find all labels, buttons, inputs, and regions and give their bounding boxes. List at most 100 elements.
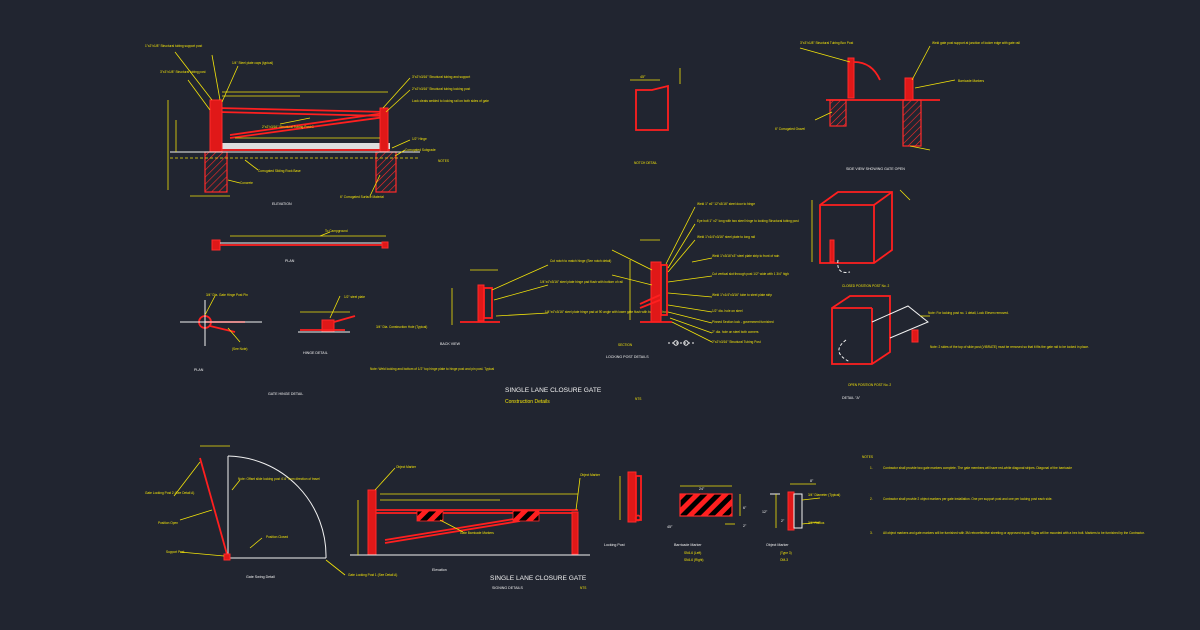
view-title-notch-detail: NOTCH DETAIL [634,161,657,165]
callout-barricade-markers: Barricade Markers [958,79,984,83]
dimension-object-marker-post: 2" [781,519,785,523]
callout-pinned-lock: Pinned Section lock - government furnish… [712,320,774,324]
object-marker-sub-type: (Type 3) [780,551,792,555]
callout-tubing-support: 3"x2"x3/16" Structural tubing and suppor… [412,75,470,79]
sheet-title-construction: SINGLE LANE CLOSURE GATE [505,387,602,394]
elevation-notes-header: NOTES [438,159,449,163]
callout-steel-plate-caps: 1/4" Steel plate caps (typical) [232,61,273,65]
callout-corrugated-gravel: 6" Corrugated Gravel [775,127,805,131]
view-title-side-view: SIDE VIEW SHOWING GATE OPEN [846,167,905,171]
callout-hinge: 1/2" Hinge [412,137,427,141]
dimension-object-marker-height: 12" [762,510,768,514]
callout-weld-tube: Weld 1"x1/4"x3/16" tube to steel plate s… [712,293,772,297]
callout-tubing-post: 2"x2"x3/16" Structural Tubing Post [712,340,761,344]
notes-header: NOTES [862,455,873,459]
callout-support-post-swing: Support Post [166,550,185,554]
callout-weld-steel-door: Weld 1" x6" 12"x3/16" steel door to hing… [697,202,755,206]
callout-hinge-pad-90: 1/4"x4"x3/16" steel plate hinge pad at 9… [545,310,669,314]
view-title-closed-position: CLOSED POSITION POST No. 2 [842,284,889,288]
view-title-plan: PLAN [285,259,295,263]
object-marker: 8" 12" 2" 3/4" Diameter (Typical) 3/4" R… [762,479,840,562]
gate-hinge-detail: 3/4" Dia. Gate Hinge Post Pin (See Note)… [180,293,494,396]
note-number: 3. [870,531,873,535]
gate-barricade-marker-right [512,510,540,522]
side-view-gate-open: 3"x3"x1/8" Structural Tubing Box Post We… [775,41,1020,171]
callout-corrugated-subgrade: Corrugated Subgrade [405,148,436,152]
detail-a: CLOSED POSITION POST No. 2 Note: For loc… [811,189,1089,400]
callout-cut-notch: Cut notch to match hinge (See notch deta… [550,259,611,263]
note-offset-locking-post: Note: Offset slide locking post 4'-6" fr… [238,477,320,481]
note-number: 1. [870,466,873,470]
sheet-nts-construction: NTS [635,397,641,401]
callout-object-marker-right: Object Marker [580,473,601,477]
sheet-subtitle-construction: Construction Details [505,399,550,405]
dimension-barricade-side: 6" [743,506,747,510]
dimension-barricade-angle: 45° [667,525,673,529]
callout-vertical-slot: Cut vertical slot through post 1/2" wide… [712,272,789,276]
callout-weld-gate-post: Weld gate post support at junction of lo… [932,41,1020,45]
barricade-marker: 24" 45° 6" 2" Barricade Marker SN4-6 (Le… [667,485,747,562]
view-title-open-position: OPEN POSITION POST No. 2 [848,383,891,387]
view-title-barricade-marker: Barricade Marker [674,543,702,547]
note-locking-post-1: Note: For locking post no. 1 detail, Loc… [928,311,1009,315]
callout-diameter: 3/4" Diameter (Typical) [808,493,840,497]
callout-steel-plate: 1/2" steel plate [344,295,365,299]
dimension-notch-angle: 45° [640,75,646,79]
sheet-nts-signing: NTS [580,586,586,590]
view-title-hinge-plan: PLAN [194,368,204,372]
notch-detail: 45° NOTCH DETAIL [630,68,681,165]
callout-object-marker-top: Object Marker [396,465,417,469]
callout-locking-post: 2"x2"x3/16" Structural tubing locking po… [412,87,470,91]
view-title-back-view: BACK VIEW [440,342,461,346]
callout-weld-long-rail: Weld 1"x1/4"x3/16" steel plate to long r… [697,235,755,239]
note-slide-post: Note: 2 sides of the top of slide post (… [930,345,1089,349]
signing-elevation: Object Marker Object Marker Gate Barrica… [350,465,601,590]
title-block-construction: SINGLE LANE CLOSURE GATE Construction De… [505,387,641,405]
sheet-title-signing: SINGLE LANE CLOSURE GATE [490,575,587,582]
callout-gate-locking-post-2: Gate Locking Post 2 (See Detail A) [145,491,194,495]
callout-tubing-post-c: 2"x2"x3/16" Structural Tubing Post C [262,125,314,129]
callout-support-post: 1"x2"x1/8" Structural tubing support pos… [145,44,202,48]
locking-post-details: Weld 1" x6" 12"x3/16" steel door to hing… [606,202,799,359]
sheet-subtitle-signing: SIGNING DETAILS [492,586,523,590]
dimension-object-marker-width: 8" [810,479,814,483]
callout-radius: 3/4" Radius [808,521,825,525]
back-view: Cut notch to match hinge (See notch deta… [440,259,669,346]
callout-lock-cleats: Lock cleats welded to locking rail on bo… [412,99,489,103]
signing-locking-post: Locking Post [604,471,642,547]
view-title-locking-post-details: LOCKING POST DETAILS [606,355,649,359]
view-title-locking-post: Locking Post [604,543,625,547]
callout-hole-corners: 2" dia. hole on steel both corners [712,330,759,334]
barricade-marker-sub-left: SN4-6 (Left) [684,551,701,555]
callout-construction-hole: 3/4" Dia. Construction Hole (Typical) [376,325,427,329]
callout-sliding-rock-base: Corrugated Sliding Rock Base [258,169,301,173]
callout-position-open: Position Open [158,521,178,525]
note-text: Contractor shall provide 2 object marker… [883,497,1053,501]
dimension-barricade-bottom: 2" [743,524,747,528]
gate-barricade-marker-left [416,510,444,522]
view-title-gate-swing-detail: Gate Swing Detail [246,575,275,579]
callout-gate-barricade-markers: Gate Barricade Markers [460,531,494,535]
plan-view: To Campground PLAN [211,229,389,263]
callout-weld-note: Note: Weld locking and bottom of 1/2" to… [370,367,494,371]
note-text: Contractor shall provide two gate marker… [883,466,1072,470]
view-title-gate-hinge-detail: GATE HINGE DETAIL [268,392,303,396]
callout-see-note: (See Note) [232,347,247,351]
callout-concrete: Concrete [240,181,253,185]
view-title-signing-elevation: Elevation [432,568,447,572]
dimension-barricade-width: 24" [699,487,705,491]
callout-structural-post: 3"x3"x1/8" Structural tubing post [160,70,206,74]
elevation-view: 1"x2"x1/8" Structural tubing support pos… [145,44,489,206]
callout-surface-material: 6" Corrugated Surface Material [340,195,384,199]
barricade-marker-sub-right: SN4-6 (Right) [684,558,704,562]
view-title-elevation: ELEVATION [272,202,292,206]
callout-hole-steel: 1/2" dia. hole on steel [712,309,743,313]
callout-steel-plate-strip: Weld 1"x3/16"x3" steel plate strip to fr… [712,254,780,258]
general-notes: NOTES 1. Contractor shall provide two ga… [862,455,1145,535]
callout-hinge-pin: 3/4" Dia. Gate Hinge Post Pin [206,293,248,297]
view-title-object-marker: Object Marker [766,543,789,547]
callout-gate-locking-post-1: Gate Locking Post 1 (See Detail A) [348,573,397,577]
callout-position-closed: Position Closed [266,535,288,539]
note-number: 2. [870,497,873,501]
